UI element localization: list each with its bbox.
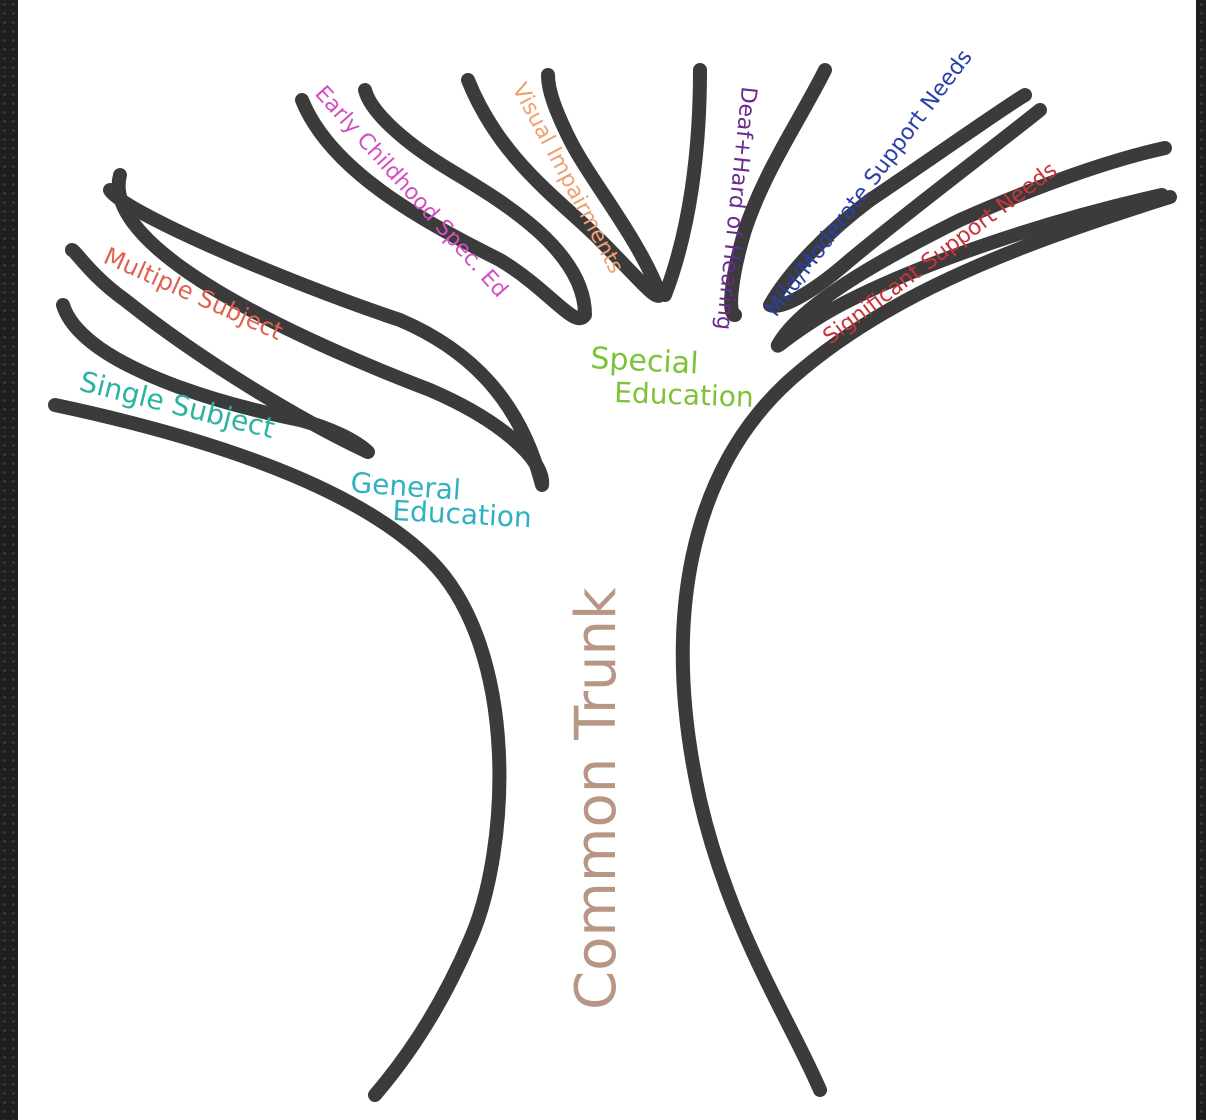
special-education-label-line2: Education: [614, 376, 754, 414]
special-education-label-line1: Special: [590, 341, 700, 382]
general-education-label-line2: Education: [392, 494, 533, 534]
trunk-right-line: [683, 197, 1170, 1090]
trunk-label: Common Trunk: [564, 587, 629, 1010]
